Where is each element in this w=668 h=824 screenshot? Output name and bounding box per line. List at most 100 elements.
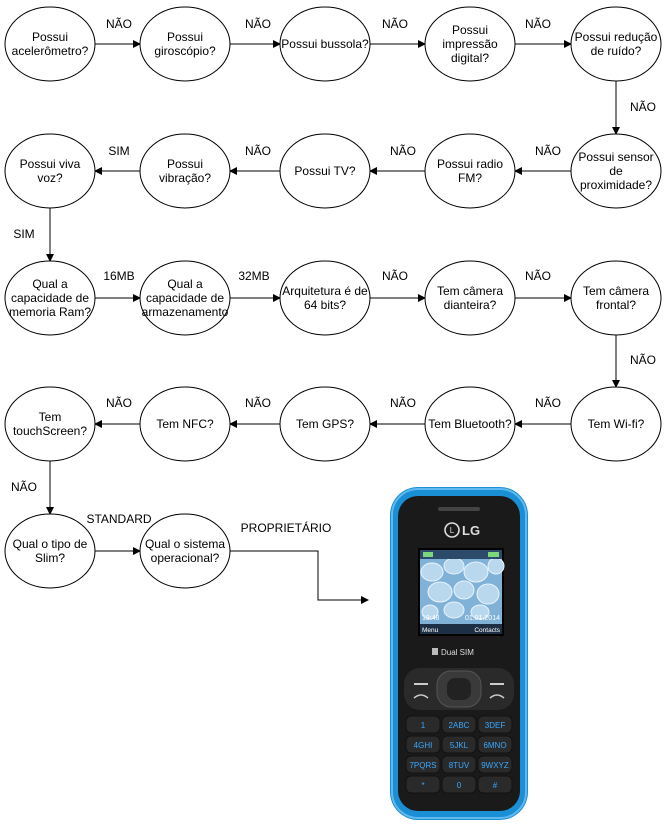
node-label: Tem Wi-fi? [588,417,645,431]
node-label: 64 bits? [304,298,346,312]
keypad-key [441,755,477,774]
dual-sim-icon [432,648,438,655]
edge-label: STANDARD [86,512,151,526]
keypad-key-label: 1 [421,721,426,730]
edge-label: SIM [108,144,129,158]
node-label: Possui sensor [578,150,653,164]
node-label: Tem [39,410,62,424]
node-label: voz? [37,171,63,185]
call-key-icon [413,694,429,699]
decision-node: Tem NFC? [139,386,231,462]
node-shape [4,260,96,336]
keypad-key-label: # [493,781,498,790]
node-label: Possui [167,30,203,44]
node-label: vibração? [159,171,211,185]
keypad-key-label: * [421,781,424,790]
edge-label: NÃO [535,144,561,158]
node-shape [279,133,371,209]
ok-key [447,678,471,700]
keypad-key [405,775,441,794]
node-shape [570,386,662,462]
edge-label: NÃO [525,17,551,31]
decision-node: Tem Bluetooth? [424,386,516,462]
lg-logo: L [444,522,460,538]
node-label: digital? [451,51,489,65]
node-label: Possui redução [575,30,658,44]
edge-label: 32MB [238,269,269,283]
node-label: Possui radio [437,157,503,171]
keypad-key [477,715,513,734]
node-label: de [609,164,623,178]
node-shape [279,6,371,82]
screen-wallpaper [420,557,505,620]
screen-date: 01.01.2014 [465,615,500,622]
keypad-key-label: 3DEF [485,721,506,730]
node-label: Possui [32,30,68,44]
node-label: operacional? [151,551,220,565]
keypad-key-label: 0 [457,781,462,790]
node-shape [570,6,662,82]
decision-node: Possui bussola? [279,6,371,82]
node-shape [570,260,662,336]
keypad-key-label: 7PQRS [409,761,436,770]
node-label: Tem NFC? [156,417,214,431]
keypad-key-label: 6MNO [483,741,506,750]
edge-label: NÃO [390,396,416,410]
edge-label: NÃO [525,269,551,283]
node-label: Qual a [167,277,203,291]
keypad-key-label: 2ABC [449,721,470,730]
node-label: proximidade? [580,178,652,192]
node-shape [570,133,662,209]
node-label: Possui [167,157,203,171]
node-label: Qual a [32,277,68,291]
node-shape [139,386,231,462]
keypad-key-label: 8TUV [449,761,470,770]
node-label: touchScreen? [13,424,87,438]
node-label: impressão [442,37,498,51]
edge-label: PROPRIETÁRIO [241,520,332,535]
node-shape [4,386,96,462]
keypad-key [441,715,477,734]
edge-label: NÃO [106,396,132,410]
node-shape [424,260,516,336]
edge-label: NÃO [382,17,408,31]
node-shape [4,133,96,209]
node-shape [424,133,516,209]
keypad-key [405,755,441,774]
edge-label: NÃO [245,396,271,410]
decision-node: Tem GPS? [279,386,371,462]
keypad-key [405,735,441,754]
node-label: dianteira? [444,298,497,312]
edge-label: NÃO [390,144,416,158]
keypad-key-label: 4GHI [414,741,433,750]
phone-illustration: L LG 19:48 01.01.2014 Menu Contacts Dual… [390,487,528,820]
node-label: memoria Ram? [9,305,91,319]
edge-label: NÃO [106,17,132,31]
keypad-key [405,715,441,734]
node-label: Arquitetura é de [282,284,368,298]
softkey-left-label: Menu [422,627,439,634]
edge-label: NÃO [382,269,408,283]
phone-body-highlight [391,488,527,819]
node-label: armazenamento [142,305,229,319]
node-label: Qual o sistema [145,537,225,551]
node-label: capacidade de [146,291,224,305]
node-label: Tem câmera [583,284,649,298]
node-shape [4,6,96,82]
keypad-key [441,735,477,754]
softkey-right-label: Contacts [474,627,500,634]
